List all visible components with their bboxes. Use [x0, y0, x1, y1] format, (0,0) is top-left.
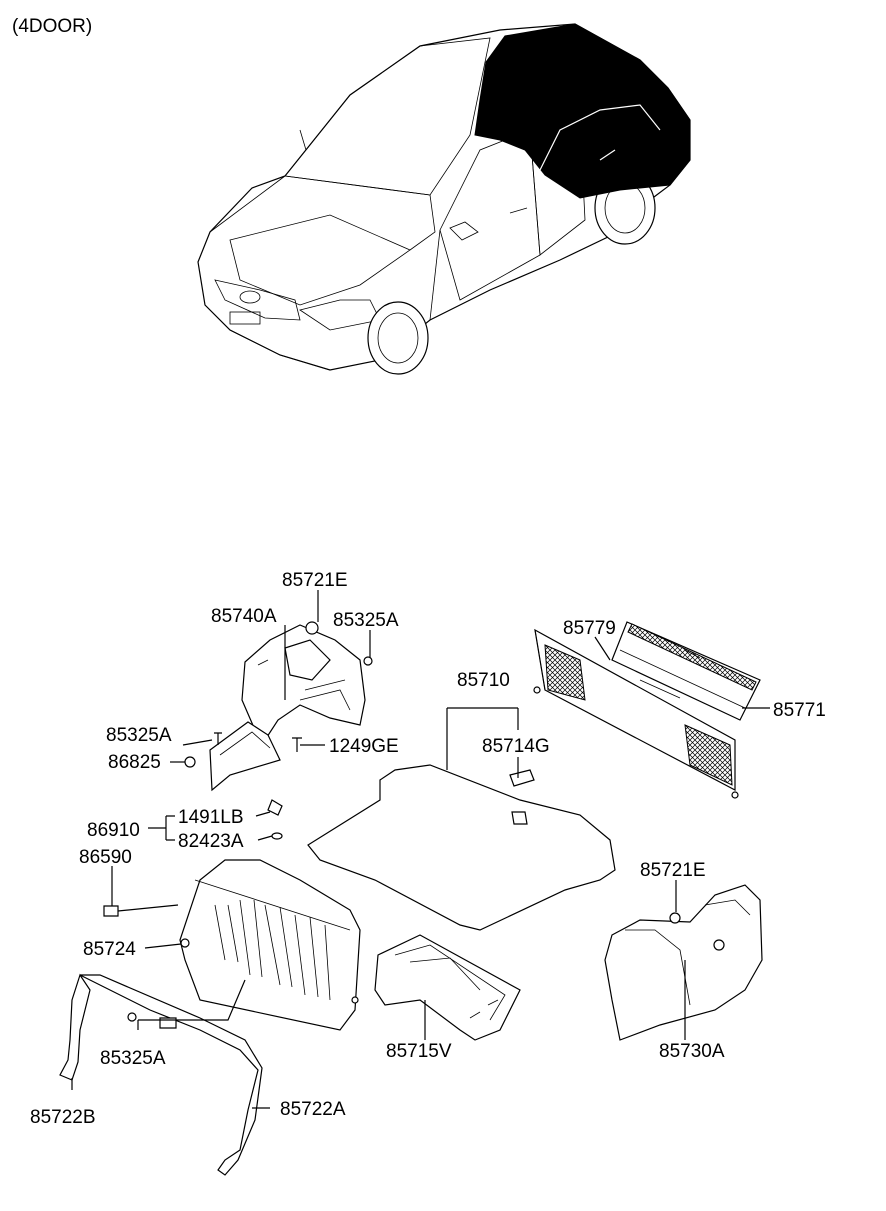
bolt-85325a-left	[214, 732, 222, 745]
label-1491lb: 1491LB	[178, 807, 244, 828]
bolt-85325a-top	[363, 656, 373, 666]
panel-85724	[179, 859, 361, 1031]
washer-82423a	[271, 832, 283, 840]
label-85771: 85771	[773, 700, 826, 721]
floor-mat-85710	[307, 764, 616, 931]
label-1249ge: 1249GE	[329, 736, 399, 757]
nut-86825	[184, 756, 196, 768]
tray-85771	[611, 621, 761, 721]
label-85721e-top: 85721E	[282, 570, 348, 591]
net-85779	[533, 628, 739, 799]
leader-lines	[71, 590, 770, 1109]
label-86825: 86825	[108, 752, 161, 773]
label-85710: 85710	[457, 670, 510, 691]
bolt-86590	[103, 905, 119, 917]
label-85325a-top: 85325A	[333, 610, 399, 631]
label-85715v: 85715V	[386, 1041, 452, 1062]
variant-label: (4DOOR)	[12, 16, 92, 37]
clip-85721e-top	[305, 621, 319, 635]
label-85740a: 85740A	[211, 606, 277, 627]
car-illustration	[197, 23, 691, 375]
label-85325a-left: 85325A	[106, 725, 172, 746]
trim-85740a	[209, 624, 366, 816]
label-85730a: 85730A	[659, 1041, 725, 1062]
label-86590: 86590	[79, 847, 132, 868]
label-85724: 85724	[83, 939, 136, 960]
trim-85730a	[604, 884, 763, 1041]
label-85714g: 85714G	[482, 736, 550, 757]
label-85325a-bottom: 85325A	[100, 1048, 166, 1069]
label-82423a: 82423A	[178, 831, 244, 852]
label-85722b: 85722B	[30, 1107, 96, 1128]
tray-85715v	[374, 934, 521, 1041]
screw-1249ge	[292, 737, 302, 752]
label-85722a: 85722A	[280, 1099, 346, 1120]
liner-85722	[59, 973, 263, 1176]
label-85779: 85779	[563, 618, 616, 639]
label-85721e-right: 85721E	[640, 860, 706, 881]
label-86910: 86910	[87, 820, 140, 841]
